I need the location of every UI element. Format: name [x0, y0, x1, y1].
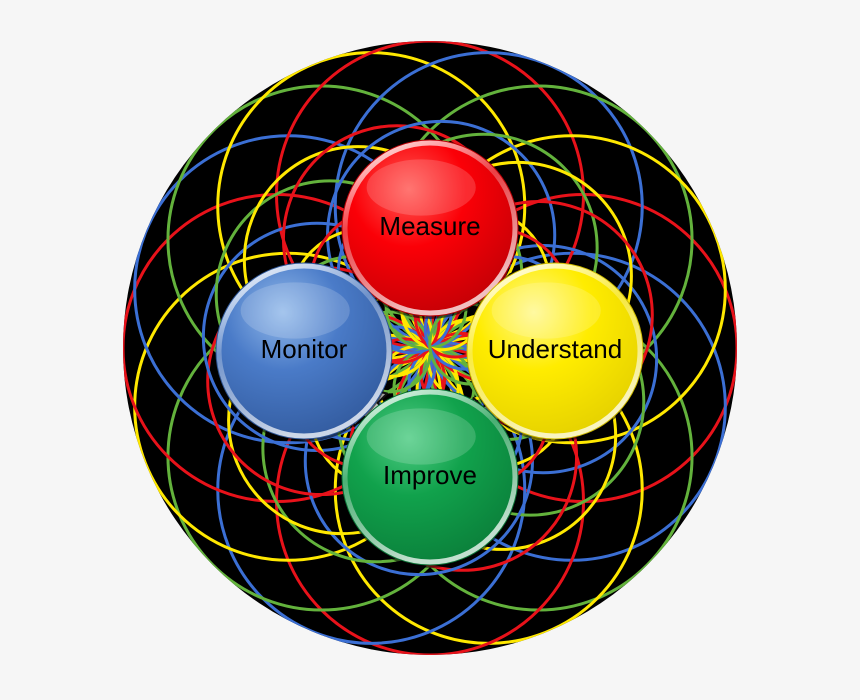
- node-gloss-ring: [342, 389, 518, 565]
- node-gloss-ring: [467, 263, 643, 439]
- node-disc[interactable]: [215, 262, 393, 440]
- node-specular: [491, 282, 601, 339]
- node-understand[interactable]: Understand: [466, 262, 644, 442]
- node-specular: [366, 408, 476, 465]
- node-disc[interactable]: [341, 139, 519, 317]
- node-measure[interactable]: Measure: [341, 139, 519, 319]
- node-label-understand: Understand: [488, 334, 622, 364]
- node-specular: [366, 159, 476, 216]
- node-gloss-ring: [342, 140, 518, 316]
- node-label-measure: Measure: [379, 211, 480, 241]
- node-disc[interactable]: [466, 262, 644, 440]
- node-improve[interactable]: Improve: [341, 388, 519, 568]
- node-disc[interactable]: [341, 388, 519, 566]
- node-label-improve: Improve: [383, 460, 477, 490]
- node-label-monitor: Monitor: [261, 334, 348, 364]
- node-monitor[interactable]: Monitor: [215, 262, 393, 442]
- node-gloss-ring: [216, 263, 392, 439]
- node-specular: [240, 282, 350, 339]
